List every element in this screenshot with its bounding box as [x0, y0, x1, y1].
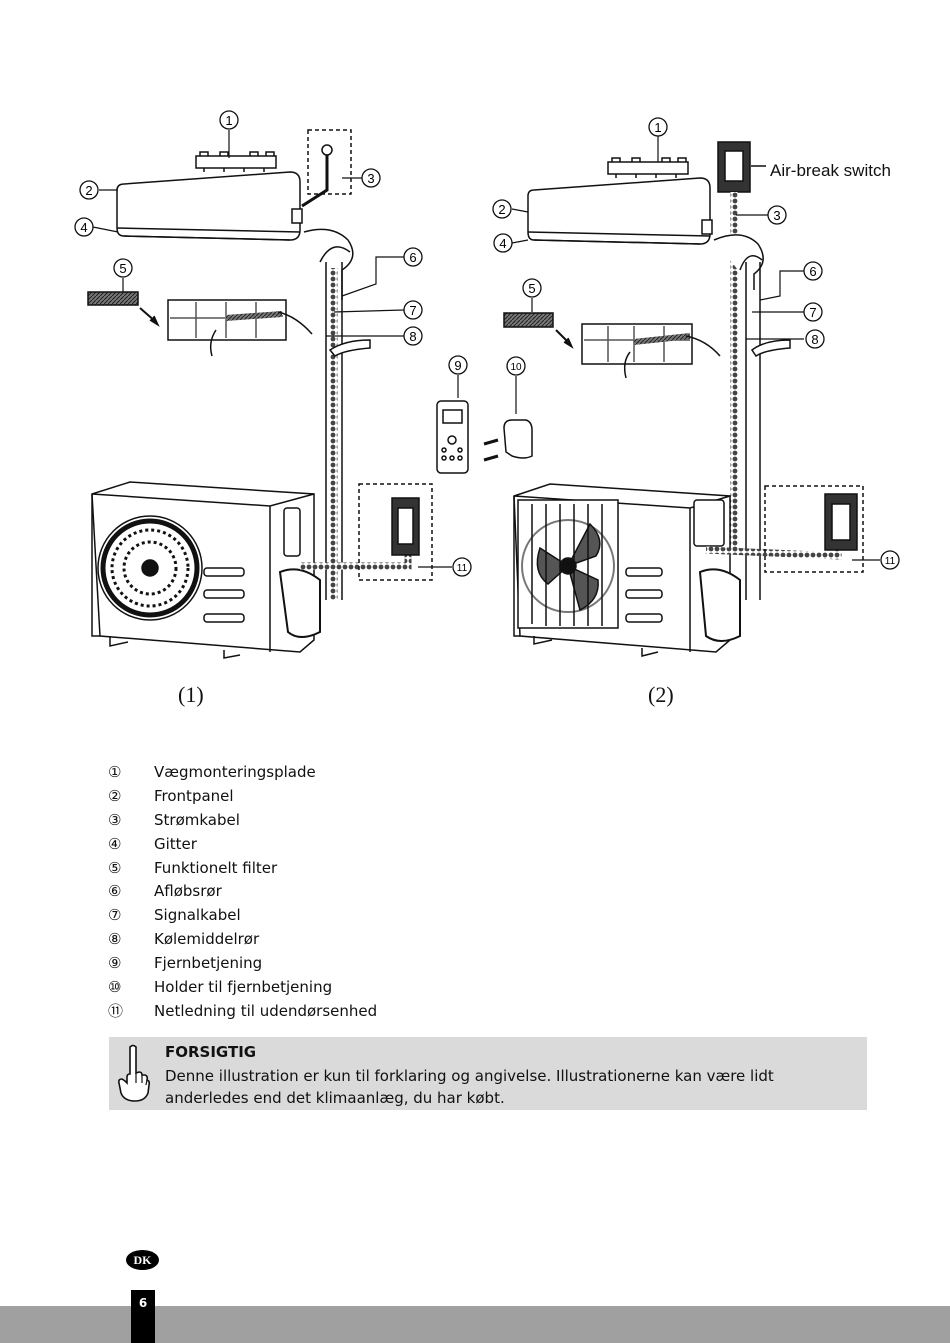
parts-legend: ① Vægmonteringsplade ② Frontpanel ③ Strømka… — [108, 760, 708, 1023]
callout-text: 7 — [809, 305, 816, 320]
legend-number: ① — [108, 762, 122, 781]
callout-text: 6 — [809, 264, 816, 279]
legend-number: ⑩ — [108, 977, 122, 996]
callout-10: 10 — [506, 356, 526, 376]
outdoor-unit-left — [91, 481, 321, 659]
callout-1-right: 1 — [648, 117, 668, 137]
callout-11-right: 11 — [880, 550, 900, 570]
callout-text: 4 — [80, 220, 87, 235]
legend-number: ② — [108, 786, 122, 805]
air-break-switch — [717, 141, 766, 193]
callout-text: 9 — [454, 358, 461, 373]
legend-label: Vægmonteringsplade — [154, 762, 316, 781]
legend-item: ⑧ Kølemiddelrør — [108, 927, 708, 951]
legend-number: ⑪ — [108, 1002, 124, 1021]
callout-3-right: 3 — [767, 205, 787, 225]
callout-text: 11 — [457, 563, 468, 574]
legend-item: ⑦ Signalkabel — [108, 903, 708, 927]
legend-item: ⑪ Netledning til udendørsenhed — [108, 999, 708, 1023]
diagram-caption-1: (1) — [178, 682, 204, 707]
installation-diagram: 1 2 3 4 5 6 7 8 9 10 11 1 2 3 4 5 6 7 8 … — [74, 110, 900, 659]
legend-number: ⑨ — [108, 954, 122, 973]
wall-mounting-plate-right — [607, 157, 689, 178]
legend-item: ④ Gitter — [108, 832, 708, 856]
callout-leaders — [92, 130, 880, 568]
legend-item: ② Frontpanel — [108, 784, 708, 808]
remote-control — [436, 400, 469, 474]
callout-text: 7 — [409, 303, 416, 318]
callout-text: 1 — [654, 120, 661, 135]
callout-4-left: 4 — [74, 217, 94, 237]
legend-label: Fjernbetjening — [154, 954, 263, 973]
caution-text: Denne illustration er kun til forklaring… — [165, 1067, 774, 1107]
callout-text: 1 — [225, 113, 232, 128]
language-badge: DK — [126, 1250, 159, 1270]
callout-5-left: 5 — [113, 258, 133, 278]
legend-number: ③ — [108, 810, 122, 829]
legend-number: ⑥ — [108, 882, 122, 901]
legend-label: Signalkabel — [154, 906, 241, 925]
callout-text: 11 — [885, 556, 896, 567]
callout-5-right: 5 — [522, 278, 542, 298]
callout-text: 4 — [499, 236, 506, 251]
legend-label: Holder til fjernbetjening — [154, 977, 333, 996]
callout-text: 2 — [85, 183, 92, 198]
pointing-hand-icon — [118, 1044, 151, 1102]
callout-text: 2 — [498, 202, 505, 217]
callout-8-right: 8 — [805, 329, 825, 349]
callout-6-left: 6 — [403, 247, 423, 267]
legend-item: ③ Strømkabel — [108, 808, 708, 832]
legend-label: Netledning til udendørsenhed — [154, 1001, 378, 1020]
footer-bar — [0, 1306, 950, 1343]
callout-4-right: 4 — [493, 233, 513, 253]
legend-number: ⑤ — [108, 858, 122, 877]
callout-7-left: 7 — [403, 300, 423, 320]
legend-number: ④ — [108, 834, 122, 853]
legend-label: Gitter — [154, 834, 197, 853]
air-break-switch-label: Air-break switch — [770, 161, 891, 180]
indoor-unit-right — [527, 177, 713, 245]
legend-label: Funktionelt filter — [154, 858, 278, 877]
page-number: 6 — [131, 1290, 155, 1343]
indoor-unit-left — [116, 171, 303, 241]
callouts: 1 2 3 4 5 6 7 8 9 10 11 1 2 3 4 5 6 7 8 … — [74, 110, 900, 577]
callout-text: 5 — [119, 261, 126, 276]
legend-item: ⑤ Funktionelt filter — [108, 856, 708, 880]
legend-label: Afløbsrør — [154, 882, 222, 901]
legend-number: ⑦ — [108, 906, 122, 925]
callout-text: 10 — [510, 362, 522, 373]
callout-text: 3 — [773, 208, 780, 223]
callout-text: 5 — [528, 281, 535, 296]
wall-mounting-plate-left — [195, 151, 277, 172]
legend-label: Kølemiddelrør — [154, 930, 260, 949]
callout-3-left: 3 — [361, 168, 381, 188]
legend-number: ⑧ — [108, 930, 122, 949]
right-installation — [503, 141, 864, 657]
caution-title: FORSIGTIG — [165, 1043, 257, 1061]
outdoor-unit-right — [513, 483, 741, 657]
callout-2-left: 2 — [79, 180, 99, 200]
callout-6-right: 6 — [803, 261, 823, 281]
callout-1-left: 1 — [219, 110, 239, 130]
callout-11-left: 11 — [452, 557, 472, 577]
legend-item: ① Vægmonteringsplade — [108, 760, 708, 784]
legend-label: Strømkabel — [154, 810, 240, 829]
callout-2-right: 2 — [492, 199, 512, 219]
legend-label: Frontpanel — [154, 786, 234, 805]
callout-text: 8 — [811, 332, 818, 347]
callout-text: 6 — [409, 250, 416, 265]
remote-holder — [483, 419, 533, 462]
callout-9: 9 — [448, 355, 468, 375]
legend-item: ⑩ Holder til fjernbetjening — [108, 975, 708, 999]
callout-text: 3 — [367, 171, 374, 186]
legend-item: ⑨ Fjernbetjening — [108, 951, 708, 975]
diagram-caption-2: (2) — [648, 682, 674, 707]
callout-7-right: 7 — [803, 302, 823, 322]
left-installation — [87, 129, 533, 659]
callout-text: 8 — [409, 329, 416, 344]
callout-8-left: 8 — [403, 326, 423, 346]
legend-item: ⑥ Afløbsrør — [108, 879, 708, 903]
caution-box: FORSIGTIG Denne illustration er kun til … — [109, 1037, 867, 1110]
